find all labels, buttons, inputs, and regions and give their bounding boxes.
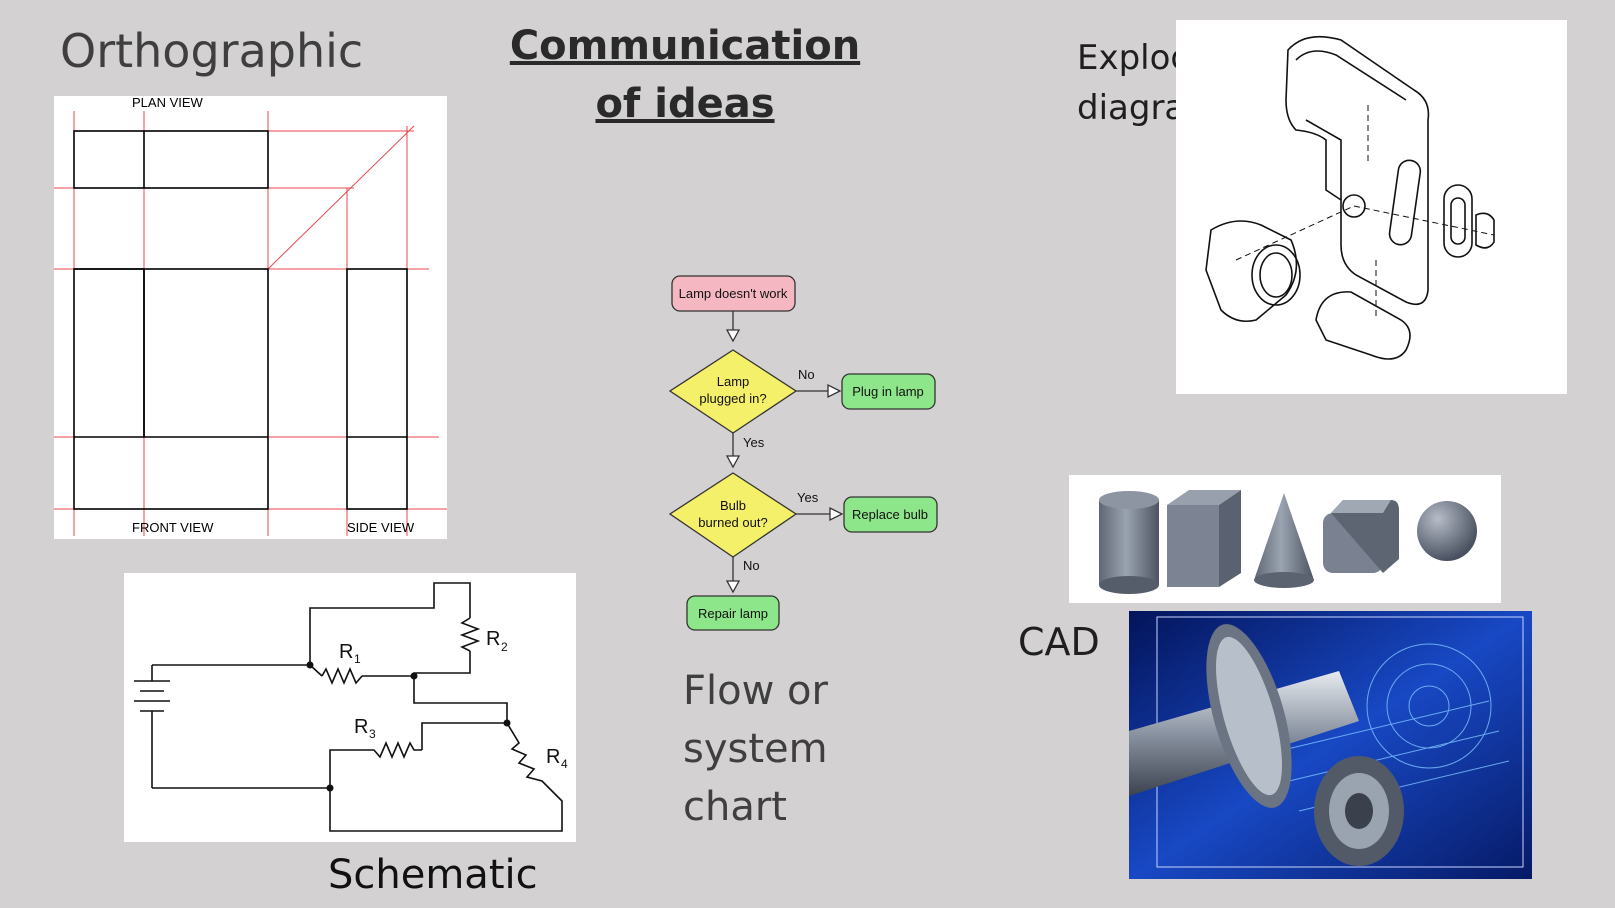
wireframe-gear xyxy=(1278,643,1510,812)
decision-plugged-line1: Lamp xyxy=(717,374,750,389)
r4-label: R xyxy=(546,746,560,768)
bracket-body xyxy=(1285,35,1430,306)
start-node xyxy=(671,275,796,312)
decision-plugged-no: No xyxy=(798,367,815,382)
insert-part xyxy=(1443,184,1473,258)
decision-bulb-line2: burned out? xyxy=(698,515,767,530)
r2-label: R xyxy=(486,628,500,650)
action-plug-in xyxy=(841,373,936,410)
plug-part xyxy=(1475,212,1495,249)
flow-label-line3: chart xyxy=(683,784,787,830)
r4-subscript: 4 xyxy=(561,757,568,771)
schematic-diagram: R 1 R 2 R 3 R 4 xyxy=(124,573,576,842)
action-replace-bulb-text: Replace bulb xyxy=(852,507,928,522)
plan-view-text: PLAN VIEW xyxy=(132,96,204,110)
decision-bulb xyxy=(668,472,798,558)
action-repair-lamp xyxy=(686,595,780,631)
front-view-text: FRONT VIEW xyxy=(132,520,214,535)
flowchart: Lamp doesn't work Lamp plugged in? No Ye… xyxy=(668,275,938,631)
action-repair-lamp-text: Repair lamp xyxy=(698,606,768,621)
flow-label-line1: Flow or xyxy=(683,668,828,714)
flow-label-line2: system xyxy=(683,726,828,772)
decision-bulb-line1: Bulb xyxy=(720,498,746,513)
orthographic-label: Orthographic xyxy=(60,24,364,78)
resistor-r4 xyxy=(329,722,563,832)
start-node-text: Lamp doesn't work xyxy=(679,286,788,301)
resistor-r1 xyxy=(321,666,363,686)
action-replace-bulb xyxy=(843,496,938,533)
cad-label: CAD xyxy=(1018,620,1100,664)
sleeve-part xyxy=(1205,220,1298,323)
decision-bulb-no: No xyxy=(743,558,760,573)
r3-label: R xyxy=(354,716,368,738)
schematic-label: Schematic xyxy=(328,852,538,898)
projection-lines xyxy=(54,111,447,536)
sphere-shape xyxy=(1417,501,1477,561)
exploded-diagram xyxy=(1176,20,1567,394)
resistor-r2 xyxy=(459,617,481,652)
r3-subscript: 3 xyxy=(369,727,376,741)
side-view-outline xyxy=(346,268,408,510)
action-plug-in-text: Plug in lamp xyxy=(852,384,924,399)
plan-view-outline xyxy=(73,130,269,189)
r2-subscript: 2 xyxy=(501,640,508,654)
decision-plugged-yes: Yes xyxy=(743,435,765,450)
r1-subscript: 1 xyxy=(354,652,361,666)
orthographic-drawing: PLAN VIEW FRONT VIEW SIDE VIEW xyxy=(54,95,447,539)
cad-primitives xyxy=(1069,475,1501,603)
decision-plugged-line2: plugged in? xyxy=(699,391,766,406)
decision-bulb-yes: Yes xyxy=(797,490,819,505)
clip-part xyxy=(1315,291,1411,360)
rounded-cube-shape xyxy=(1323,500,1399,573)
side-view-text: SIDE VIEW xyxy=(347,520,415,535)
view-outlines xyxy=(73,130,408,510)
front-view-outline xyxy=(73,268,269,510)
r1-label: R xyxy=(339,641,353,663)
resistor-r3 xyxy=(329,740,422,788)
cad-render xyxy=(1129,611,1532,879)
gear-shaft xyxy=(1129,624,1404,866)
cylinder-shape xyxy=(1099,491,1159,594)
cone-shape xyxy=(1254,493,1314,588)
slide-title-line1: Communication xyxy=(509,23,861,69)
slide-title-line2: of ideas xyxy=(595,81,775,127)
box-shape xyxy=(1167,490,1241,587)
decision-plugged xyxy=(668,349,798,434)
